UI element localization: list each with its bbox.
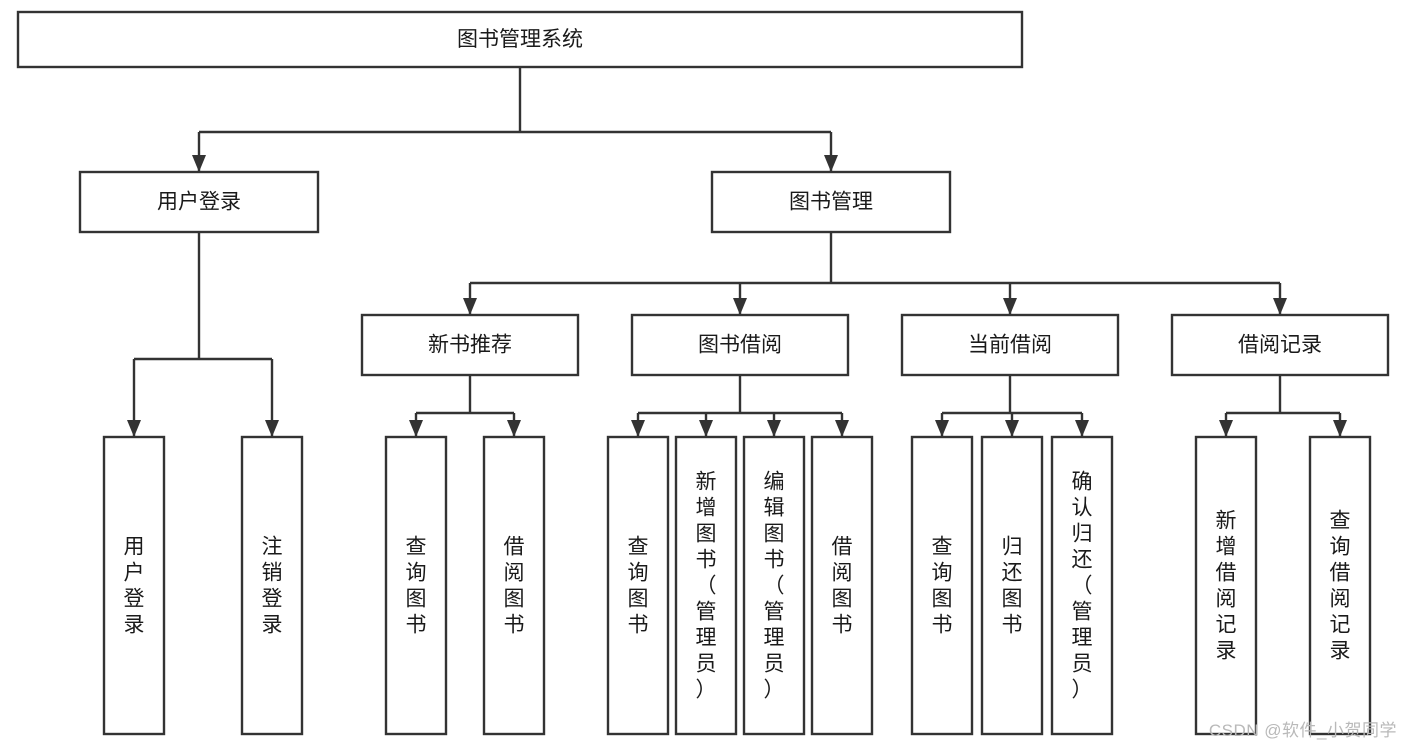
node-label-leaf-confirm-return-admin: 确认归还（管理员） xyxy=(1072,471,1093,702)
arrow-head-icon xyxy=(127,420,141,437)
arrow-head-icon xyxy=(192,155,206,172)
arrow-head-icon xyxy=(1219,420,1233,437)
connector-layer xyxy=(127,67,1347,437)
node-box-root xyxy=(16,10,1024,69)
node-label-leaf-query-book-2: 查询图书 xyxy=(628,536,649,637)
node-box-leaf-query-borrow-record xyxy=(1308,435,1372,736)
node-root[interactable]: 图书管理系统 xyxy=(16,10,1024,69)
node-box-leaf-logout-login xyxy=(240,435,304,736)
arrow-head-icon xyxy=(1075,420,1089,437)
node-label-leaf-borrow-book-2: 借阅图书 xyxy=(832,536,853,637)
arrow-head-icon xyxy=(507,420,521,437)
node-box-book-manage xyxy=(710,170,952,234)
arrow-head-icon xyxy=(935,420,949,437)
node-leaf-add-book-admin[interactable]: 新增图书（管理员） xyxy=(674,435,738,736)
arrow-head-icon xyxy=(1333,420,1347,437)
node-label-leaf-query-book-1: 查询图书 xyxy=(406,536,427,637)
node-layer: 图书管理系统用户登录图书管理新书推荐图书借阅当前借阅借阅记录用户登录注销登录查询… xyxy=(16,10,1390,736)
node-label-leaf-query-book-3: 查询图书 xyxy=(932,536,953,637)
node-label-new-book-recommend: 新书推荐 xyxy=(428,334,512,357)
node-leaf-logout-login[interactable]: 注销登录 xyxy=(240,435,304,736)
node-label-current-borrow: 当前借阅 xyxy=(968,334,1052,357)
node-leaf-query-book-3[interactable]: 查询图书 xyxy=(910,435,974,736)
node-box-book-borrow xyxy=(630,313,850,377)
arrow-head-icon xyxy=(824,155,838,172)
arrow-head-icon xyxy=(699,420,713,437)
node-box-leaf-query-book-1 xyxy=(384,435,448,736)
node-new-book-recommend[interactable]: 新书推荐 xyxy=(360,313,580,377)
node-leaf-query-book-2[interactable]: 查询图书 xyxy=(606,435,670,736)
node-box-leaf-edit-book-admin xyxy=(742,435,806,736)
node-borrow-record[interactable]: 借阅记录 xyxy=(1170,313,1390,377)
arrow-head-icon xyxy=(409,420,423,437)
node-box-user-login xyxy=(78,170,320,234)
node-box-current-borrow xyxy=(900,313,1120,377)
node-box-borrow-record xyxy=(1170,313,1390,377)
node-leaf-user-login[interactable]: 用户登录 xyxy=(102,435,166,736)
arrow-head-icon xyxy=(835,420,849,437)
node-current-borrow[interactable]: 当前借阅 xyxy=(900,313,1120,377)
node-leaf-add-borrow-record[interactable]: 新增借阅记录 xyxy=(1194,435,1258,736)
node-label-book-manage: 图书管理 xyxy=(789,191,873,214)
node-book-borrow[interactable]: 图书借阅 xyxy=(630,313,850,377)
node-box-leaf-add-book-admin xyxy=(674,435,738,736)
node-label-root: 图书管理系统 xyxy=(457,28,583,51)
node-label-leaf-return-book: 归还图书 xyxy=(1002,536,1023,637)
node-leaf-return-book[interactable]: 归还图书 xyxy=(980,435,1044,736)
node-label-borrow-record: 借阅记录 xyxy=(1238,334,1322,357)
arrow-head-icon xyxy=(1005,420,1019,437)
node-label-leaf-borrow-book-1: 借阅图书 xyxy=(504,536,525,637)
node-box-leaf-user-login xyxy=(102,435,166,736)
node-label-leaf-user-login: 用户登录 xyxy=(124,536,145,637)
node-leaf-query-book-1[interactable]: 查询图书 xyxy=(384,435,448,736)
node-book-manage[interactable]: 图书管理 xyxy=(710,170,952,234)
node-leaf-query-borrow-record[interactable]: 查询借阅记录 xyxy=(1308,435,1372,736)
node-label-leaf-add-book-admin: 新增图书（管理员） xyxy=(696,471,717,702)
node-leaf-confirm-return-admin[interactable]: 确认归还（管理员） xyxy=(1050,435,1114,736)
arrow-head-icon xyxy=(631,420,645,437)
node-user-login[interactable]: 用户登录 xyxy=(78,170,320,234)
node-box-leaf-query-book-3 xyxy=(910,435,974,736)
arrow-head-icon xyxy=(265,420,279,437)
arrow-head-icon xyxy=(733,298,747,315)
node-box-leaf-borrow-book-2 xyxy=(810,435,874,736)
node-leaf-borrow-book-1[interactable]: 借阅图书 xyxy=(482,435,546,736)
node-label-book-borrow: 图书借阅 xyxy=(698,334,782,357)
node-label-leaf-edit-book-admin: 编辑图书（管理员） xyxy=(764,471,785,702)
node-label-leaf-add-borrow-record: 新增借阅记录 xyxy=(1216,510,1237,663)
node-label-leaf-query-borrow-record: 查询借阅记录 xyxy=(1330,510,1351,663)
arrow-head-icon xyxy=(1003,298,1017,315)
node-label-leaf-logout-login: 注销登录 xyxy=(262,536,283,637)
node-box-leaf-add-borrow-record xyxy=(1194,435,1258,736)
arrow-head-icon xyxy=(767,420,781,437)
node-box-leaf-return-book xyxy=(980,435,1044,736)
watermark: CSDN @软件_小贺同学 xyxy=(1208,721,1397,740)
node-box-new-book-recommend xyxy=(360,313,580,377)
node-label-user-login: 用户登录 xyxy=(157,191,241,214)
node-box-leaf-confirm-return-admin xyxy=(1050,435,1114,736)
arrow-head-icon xyxy=(463,298,477,315)
arrow-head-icon xyxy=(1273,298,1287,315)
node-box-leaf-borrow-book-1 xyxy=(482,435,546,736)
node-box-leaf-query-book-2 xyxy=(606,435,670,736)
node-leaf-borrow-book-2[interactable]: 借阅图书 xyxy=(810,435,874,736)
node-leaf-edit-book-admin[interactable]: 编辑图书（管理员） xyxy=(742,435,806,736)
